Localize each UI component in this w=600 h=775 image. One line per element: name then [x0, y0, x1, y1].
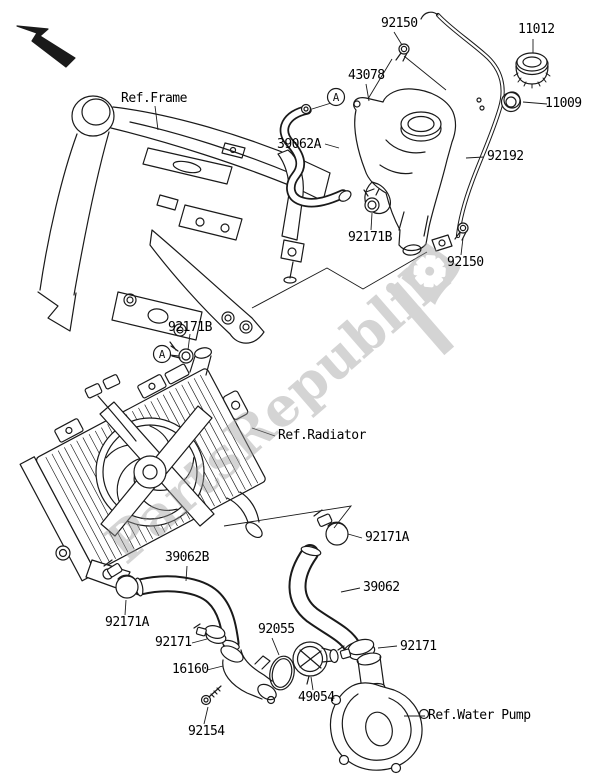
tube-92192-drawing: [420, 11, 505, 239]
fitting-16160-drawing: [220, 645, 277, 705]
part-label-92171b-top: 92171B: [348, 230, 392, 245]
callout-marker-a-left: A: [152, 344, 172, 364]
clamp-92171a-right-drawing: [313, 509, 349, 546]
water-pump-drawing: [329, 652, 430, 774]
thermostat-49054-drawing: [292, 641, 339, 685]
part-label-16160: 16160: [172, 662, 209, 677]
back-arrow-icon: [16, 25, 76, 68]
svg-text:A: A: [159, 348, 166, 361]
radiator-drawing: [19, 347, 266, 591]
clamp-92171-left-drawing: [193, 623, 227, 644]
part-label-11012: 11012: [518, 22, 555, 37]
clamp-92171b-left-drawing: [169, 341, 194, 364]
clamp-92171a-left-drawing: [103, 559, 139, 599]
part-label-92171a-left: 92171A: [105, 615, 149, 630]
part-label-ref-radiator: Ref.Radiator: [278, 428, 366, 443]
part-label-92150-right: 92150: [447, 255, 484, 270]
seal-11009-drawing: [500, 91, 522, 113]
part-label-92171-left: 92171: [155, 635, 192, 650]
part-label-11009: 11009: [545, 96, 582, 111]
part-label-ref-frame: Ref.Frame: [121, 91, 187, 106]
hose-39062-drawing: [288, 544, 363, 655]
gear-icon: [413, 255, 446, 288]
hose-39062b-drawing: [131, 575, 240, 652]
clamp-92171b-top-drawing: [363, 188, 380, 213]
part-label-92150-top: 92150: [381, 16, 418, 31]
part-label-39062a: 39062A: [277, 137, 321, 152]
part-label-92171a-right: 92171A: [365, 530, 409, 545]
callout-marker-a-top: A: [326, 87, 346, 107]
part-label-92171b-left: 92171B: [168, 320, 212, 335]
part-label-92154: 92154: [188, 724, 225, 739]
cap-11012-drawing: [513, 52, 551, 89]
part-label-39062: 39062: [363, 580, 400, 595]
frame-drawing: [37, 95, 331, 344]
part-label-ref-water-pump: Ref.Water Pump: [428, 708, 531, 723]
hose-39062a-drawing: [279, 103, 352, 208]
part-label-92192: 92192: [487, 149, 524, 164]
part-label-92055: 92055: [258, 622, 295, 637]
bolt-92154-drawing: [200, 685, 222, 706]
oring-92055-drawing: [269, 655, 295, 691]
svg-text:A: A: [333, 91, 340, 104]
part-label-39062b: 39062B: [165, 550, 209, 565]
part-label-92171-right: 92171: [400, 639, 437, 654]
reserve-tank-drawing: [353, 88, 457, 256]
part-label-49054: 49054: [298, 690, 335, 705]
leader-lines: [124, 31, 548, 725]
part-label-43078: 43078: [348, 68, 385, 83]
watermark-gear-flag-logo: [387, 241, 461, 356]
